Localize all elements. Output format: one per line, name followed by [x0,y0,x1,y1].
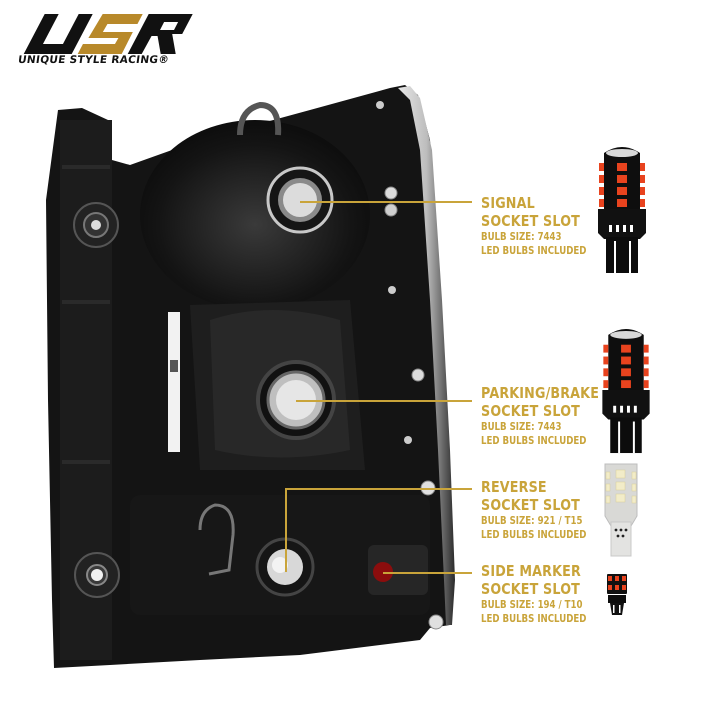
callout-title: SOCKET SLOT [481,402,581,420]
callout-title: PARKING/BRAKE [481,384,600,402]
side-marker-leader-line [383,572,472,574]
reverse-leader-line-h [285,488,472,490]
bulb-size: BULB SIZE: 194 / T10 [481,599,583,611]
white-led-921-bulb-icon [604,463,638,557]
callout-title: SOCKET SLOT [481,496,581,514]
bulb-size: BULB SIZE: 7443 [481,421,562,433]
included-note: LED BULBS INCLUDED [481,529,587,541]
red-led-194-bulb-icon [607,574,627,615]
signal-leader-line [300,201,472,203]
parking-brake-callout: PARKING/BRAKE SOCKET SLOT BULB SIZE: 744… [481,384,625,448]
callout-title: SOCKET SLOT [481,212,581,230]
reverse-callout: REVERSE SOCKET SLOT BULB SIZE: 921 / T15… [481,478,610,542]
callout-title: SOCKET SLOT [481,580,581,598]
signal-callout: SIGNAL SOCKET SLOT BULB SIZE: 7443 LED B… [481,194,610,258]
bulb-size: BULB SIZE: 7443 [481,231,562,243]
reverse-leader-line-v [285,488,287,572]
included-note: LED BULBS INCLUDED [481,435,587,447]
included-note: LED BULBS INCLUDED [481,245,587,257]
parking-brake-leader-line [296,400,472,402]
usr-logo [23,14,193,54]
side-marker-callout: SIDE MARKER SOCKET SLOT BULB SIZE: 194 /… [481,562,610,626]
callout-title: SIDE MARKER [481,562,581,580]
red-led-7443-bulb-icon [598,147,646,273]
callout-title: REVERSE [481,478,547,496]
bulb-size: BULB SIZE: 921 / T15 [481,515,583,527]
red-led-7443-bulb-icon [602,328,650,454]
included-note: LED BULBS INCLUDED [481,613,587,625]
callout-title: SIGNAL [481,194,535,212]
